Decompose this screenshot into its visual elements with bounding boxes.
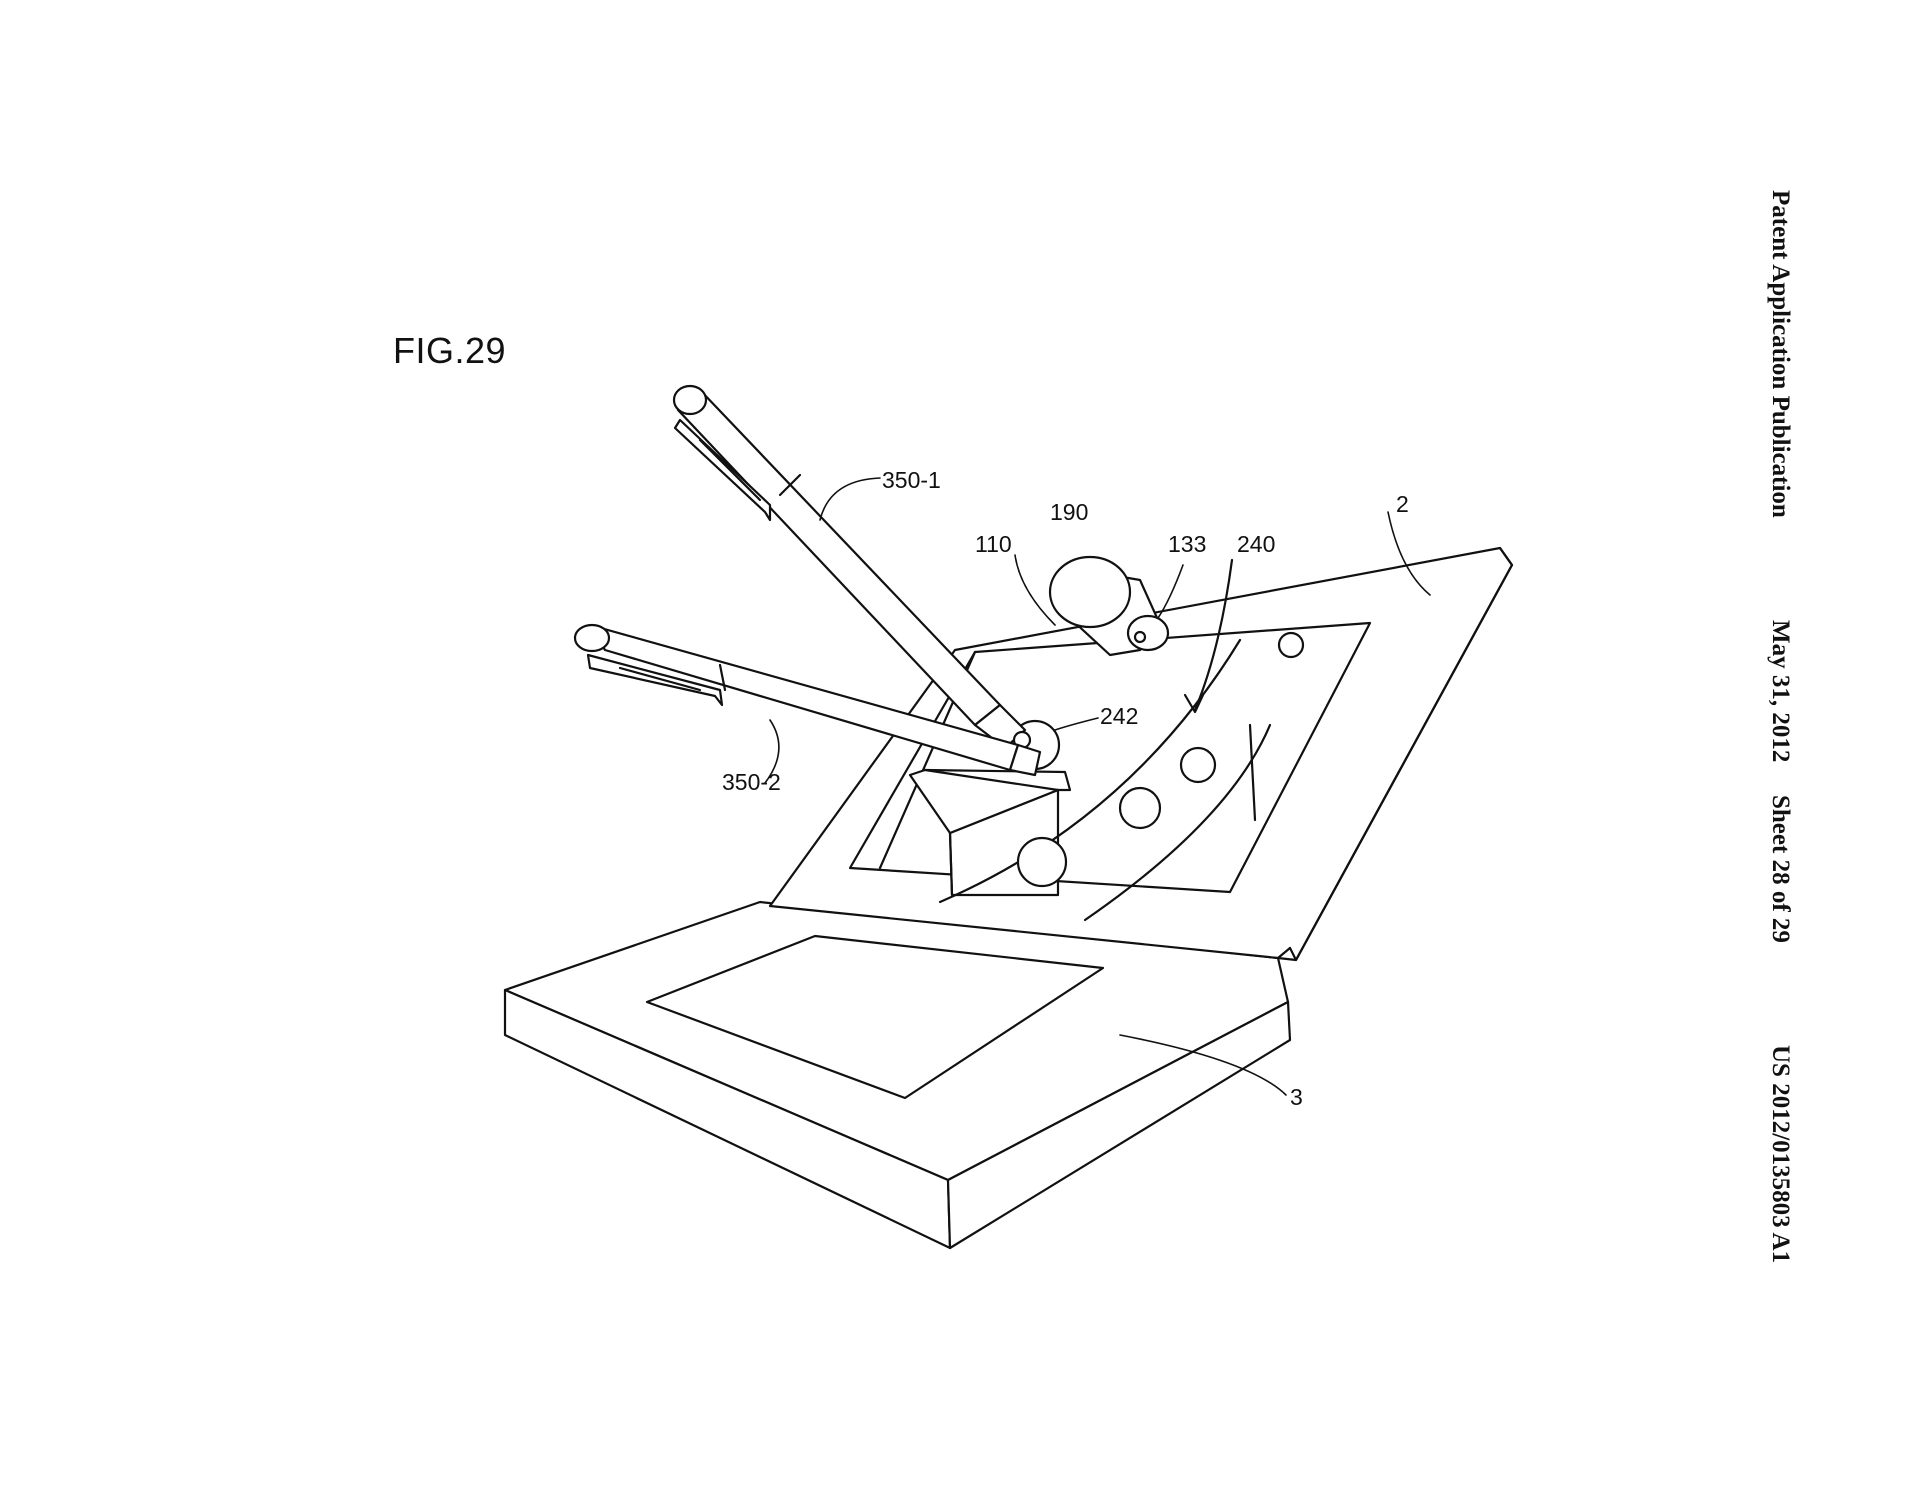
ball: [1179, 746, 1217, 784]
label-240: 240: [1237, 531, 1275, 557]
label-350-1: 350-1: [882, 467, 941, 493]
figure-label: FIG.29: [393, 330, 507, 371]
label-242: 242: [1100, 703, 1138, 729]
label-190: 190: [1050, 499, 1088, 525]
pen-350-2: [573, 623, 1042, 777]
leader-lines: [764, 477, 1431, 1096]
label-3: 3: [1290, 1084, 1303, 1110]
pen-350-1: [672, 384, 1032, 750]
label-133: 133: [1168, 531, 1206, 557]
label-110: 110: [975, 531, 1012, 557]
label-350-2: 350-2: [722, 769, 781, 795]
trajectory-arrow: [1183, 558, 1234, 714]
label-2: 2: [1396, 491, 1409, 517]
ball: [1118, 786, 1162, 830]
ball: [1277, 631, 1305, 659]
lower-screen: [645, 934, 1105, 1100]
track-lines: [938, 638, 1272, 922]
ball: [1016, 836, 1068, 888]
reference-labels: 350-1 350-2 190 110 133 240 2 242 3: [722, 467, 1409, 1110]
camera: [1048, 555, 1170, 657]
lower-housing: [503, 900, 1292, 1250]
